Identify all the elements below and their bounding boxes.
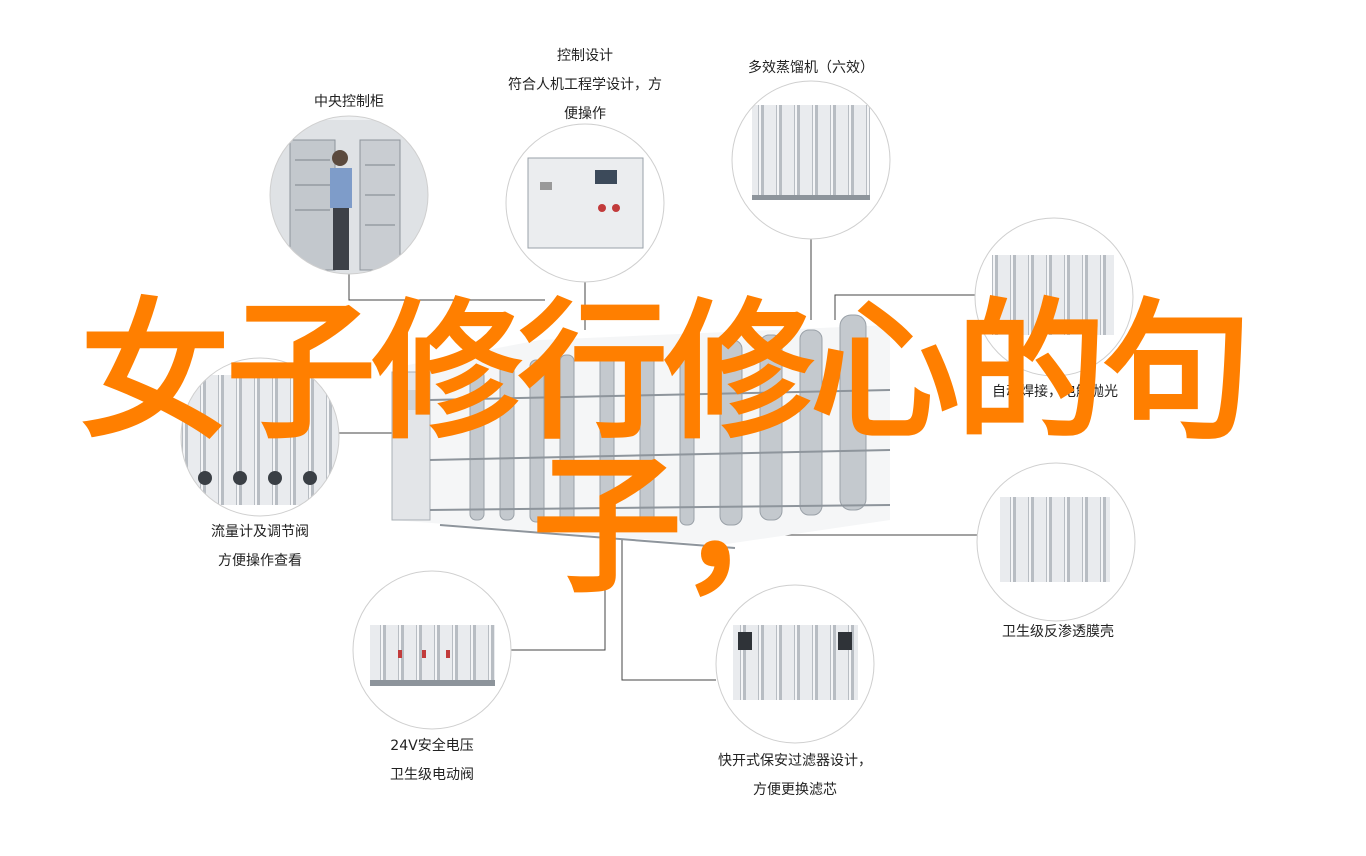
callout-multi-effect-still: 多效蒸馏机（六效） xyxy=(731,54,891,83)
callout-safety-solenoid-valve: 24V安全电压 卫生级电动阀 xyxy=(362,732,502,790)
headline-line-1: 女子修行修心的句 xyxy=(80,286,1252,460)
main-equipment-skid xyxy=(391,314,891,549)
caption-line: 符合人机工程学设计，方 xyxy=(508,77,662,93)
quick-filter-image xyxy=(715,584,875,744)
automatic-welding-image xyxy=(974,217,1134,377)
flowmeter-valve-image xyxy=(180,357,340,517)
callout-quick-filter: 快开式保安过滤器设计， 方便更换滤芯 xyxy=(695,747,895,805)
caption-line: 控制设计 xyxy=(557,48,613,64)
callout-flowmeter-valve: 流量计及调节阀 方便操作查看 xyxy=(190,518,330,576)
caption-line: 方便更换滤芯 xyxy=(753,782,837,798)
caption-line: 卫生级电动阀 xyxy=(390,767,474,783)
multi-effect-still-image xyxy=(731,80,891,240)
headline-line-2: 子， xyxy=(532,440,828,614)
callout-control-design: 控制设计 符合人机工程学设计，方 便操作 xyxy=(485,42,685,129)
callout-automatic-welding: 自动焊接，电解抛光 xyxy=(975,378,1135,407)
caption-line: 自动焊接，电解抛光 xyxy=(992,384,1118,400)
control-panel-image xyxy=(505,123,665,283)
central-control-cabinet-image xyxy=(269,115,429,275)
callout-central-control-cabinet: 中央控制柜 xyxy=(299,88,399,117)
safety-solenoid-valve-image xyxy=(352,570,512,730)
caption-line: 流量计及调节阀 xyxy=(211,524,309,540)
ro-membrane-shell-image xyxy=(976,462,1136,622)
caption-line: 中央控制柜 xyxy=(314,94,384,110)
callout-ro-membrane-shell: 卫生级反渗透膜壳 xyxy=(978,618,1138,647)
caption-line: 24V安全电压 xyxy=(390,738,474,754)
caption-line: 便操作 xyxy=(564,106,606,122)
caption-line: 多效蒸馏机（六效） xyxy=(748,60,874,76)
caption-line: 方便操作查看 xyxy=(218,553,302,569)
caption-line: 卫生级反渗透膜壳 xyxy=(1002,624,1114,640)
caption-line: 快开式保安过滤器设计， xyxy=(718,753,872,769)
